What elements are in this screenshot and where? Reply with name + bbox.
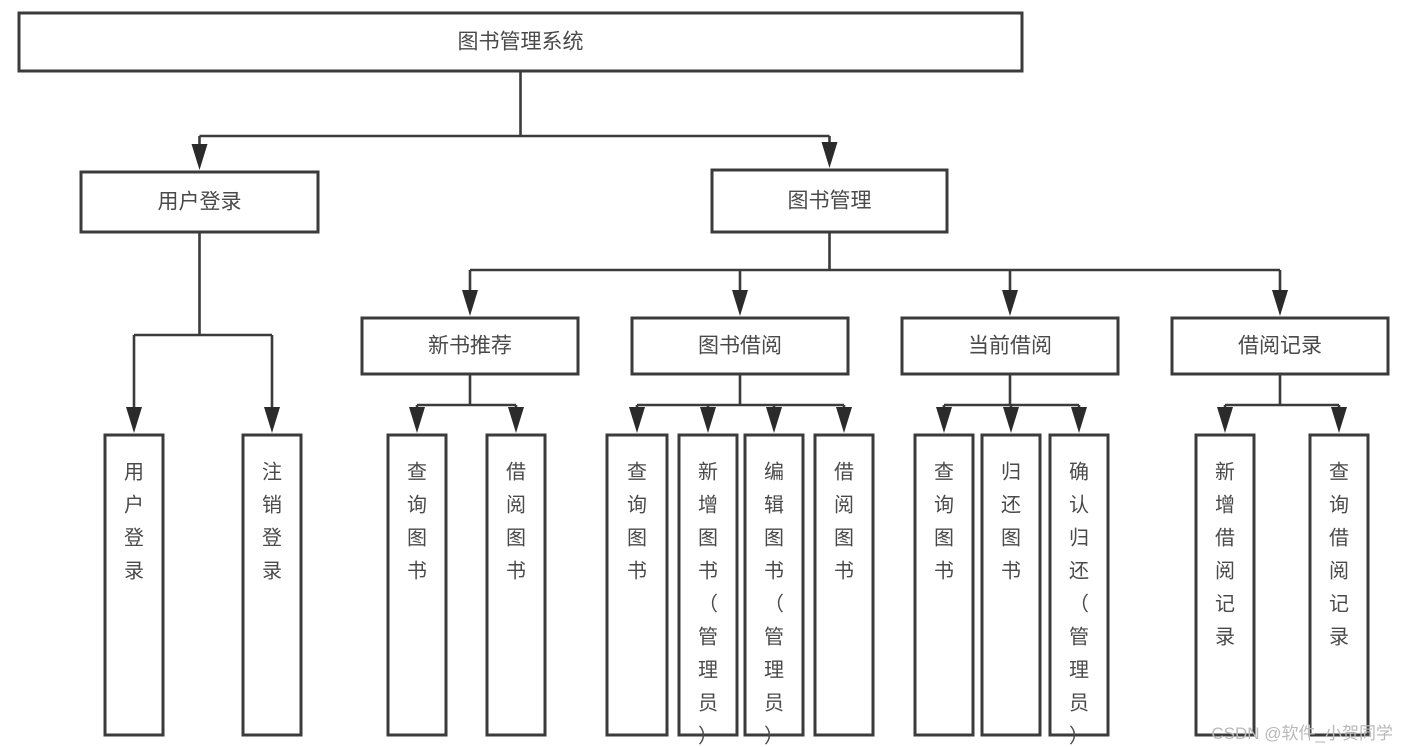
node-box-leaf-query-book-3[interactable] [913, 433, 975, 737]
node-label-book-borrow: 图书借阅 [698, 335, 782, 358]
node-box-book-borrow[interactable] [630, 316, 850, 376]
node-label-leaf-query-book-2: 查询图书 [627, 461, 647, 583]
node-leaf-borrow-book-1[interactable]: 借阅图书 [485, 433, 547, 737]
node-leaf-logout[interactable]: 注销登录 [241, 433, 303, 737]
arrow-head-icon [700, 407, 716, 433]
node-leaf-query-record[interactable]: 查询借阅记录 [1308, 433, 1370, 737]
node-layer: 图书管理系统用户登录图书管理新书推荐图书借阅当前借阅借阅记录用户登录注销登录查询… [17, 11, 1390, 747]
node-label-leaf-query-book-1: 查询图书 [407, 461, 427, 583]
node-box-new-book-recommend[interactable] [360, 316, 580, 376]
node-label-new-book-recommend: 新书推荐 [428, 335, 512, 358]
node-leaf-add-record[interactable]: 新增借阅记录 [1194, 433, 1256, 737]
node-box-book-manage[interactable] [710, 168, 949, 234]
node-box-leaf-query-book-2[interactable] [605, 433, 669, 737]
node-label-leaf-borrow-book-1: 借阅图书 [506, 461, 526, 583]
node-leaf-confirm-return[interactable]: 确认归还（管理员） [1048, 433, 1110, 747]
arrow-head-icon [766, 407, 782, 433]
node-box-leaf-confirm-return[interactable] [1048, 433, 1110, 737]
arrow-head-icon [264, 407, 280, 433]
connector-group-book-manage [462, 232, 1288, 316]
arrow-head-icon [462, 290, 478, 316]
arrow-head-icon [409, 407, 425, 433]
connector-group-user-login [126, 232, 280, 433]
node-box-leaf-return-book[interactable] [980, 433, 1042, 737]
node-label-leaf-query-record: 查询借阅记录 [1329, 461, 1349, 649]
node-box-leaf-logout[interactable] [241, 433, 303, 737]
arrow-head-icon [1003, 407, 1019, 433]
node-box-leaf-add-record[interactable] [1194, 433, 1256, 737]
node-label-book-manage: 图书管理 [788, 190, 872, 213]
node-label-leaf-return-book: 归还图书 [1001, 461, 1021, 583]
arrow-head-icon [732, 290, 748, 316]
node-label-leaf-confirm-return: 确认归还（管理员） [1069, 461, 1089, 747]
arrow-head-icon [1272, 290, 1288, 316]
node-box-leaf-query-record[interactable] [1308, 433, 1370, 737]
node-leaf-query-book-1[interactable]: 查询图书 [386, 433, 448, 737]
node-label-leaf-user-login: 用户登录 [124, 462, 144, 583]
arrow-head-icon [821, 142, 838, 168]
node-label-user-login: 用户登录 [158, 191, 242, 214]
node-book-manage[interactable]: 图书管理 [710, 168, 949, 234]
node-box-leaf-edit-book[interactable] [743, 433, 805, 737]
node-book-borrow[interactable]: 图书借阅 [630, 316, 850, 376]
node-box-root[interactable] [17, 11, 1024, 73]
node-box-leaf-add-book[interactable] [677, 433, 739, 737]
node-box-leaf-borrow-book-2[interactable] [813, 433, 875, 737]
node-leaf-user-login[interactable]: 用户登录 [103, 433, 165, 737]
node-box-leaf-user-login[interactable] [103, 433, 165, 737]
node-box-user-login[interactable] [79, 170, 320, 234]
node-current-borrow[interactable]: 当前借阅 [900, 316, 1120, 376]
arrow-head-icon [629, 407, 645, 433]
node-label-leaf-add-record: 新增借阅记录 [1215, 461, 1235, 649]
node-leaf-edit-book[interactable]: 编辑图书（管理员） [743, 433, 805, 747]
node-borrow-record[interactable]: 借阅记录 [1170, 316, 1390, 376]
arrow-head-icon [1217, 407, 1233, 433]
node-label-leaf-query-book-3: 查询图书 [934, 461, 954, 583]
node-root[interactable]: 图书管理系统 [17, 11, 1024, 73]
node-user-login[interactable]: 用户登录 [79, 170, 320, 234]
arrow-head-icon [1071, 407, 1087, 433]
connector-group-borrow-record [1217, 374, 1347, 433]
arrow-head-icon [836, 407, 852, 433]
connector-group-new-book-recommend [409, 374, 524, 433]
connector-group-current-borrow [936, 374, 1087, 433]
node-leaf-query-book-3[interactable]: 查询图书 [913, 433, 975, 737]
node-leaf-return-book[interactable]: 归还图书 [980, 433, 1042, 737]
arrow-head-icon [1002, 290, 1018, 316]
node-label-root: 图书管理系统 [458, 31, 584, 54]
node-new-book-recommend[interactable]: 新书推荐 [360, 316, 580, 376]
arrow-head-icon [126, 407, 142, 433]
connector-layer [126, 71, 1347, 433]
node-label-leaf-add-book: 新增图书（管理员） [698, 461, 718, 747]
connector-group-root [191, 71, 838, 170]
node-label-leaf-edit-book: 编辑图书（管理员） [764, 461, 784, 747]
node-box-leaf-borrow-book-1[interactable] [485, 433, 547, 737]
node-label-current-borrow: 当前借阅 [968, 335, 1052, 358]
arrow-head-icon [191, 144, 208, 170]
connector-group-book-borrow [629, 374, 852, 433]
node-label-leaf-borrow-book-2: 借阅图书 [834, 461, 854, 583]
node-box-leaf-query-book-1[interactable] [386, 433, 448, 737]
node-label-leaf-logout: 注销登录 [262, 461, 282, 583]
node-label-borrow-record: 借阅记录 [1238, 335, 1322, 358]
arrow-head-icon [936, 407, 952, 433]
node-box-borrow-record[interactable] [1170, 316, 1390, 376]
arrow-head-icon [1331, 407, 1347, 433]
node-leaf-add-book[interactable]: 新增图书（管理员） [677, 433, 739, 747]
node-box-current-borrow[interactable] [900, 316, 1120, 376]
node-leaf-query-book-2[interactable]: 查询图书 [605, 433, 669, 737]
arrow-head-icon [508, 407, 524, 433]
node-leaf-borrow-book-2[interactable]: 借阅图书 [813, 433, 875, 737]
